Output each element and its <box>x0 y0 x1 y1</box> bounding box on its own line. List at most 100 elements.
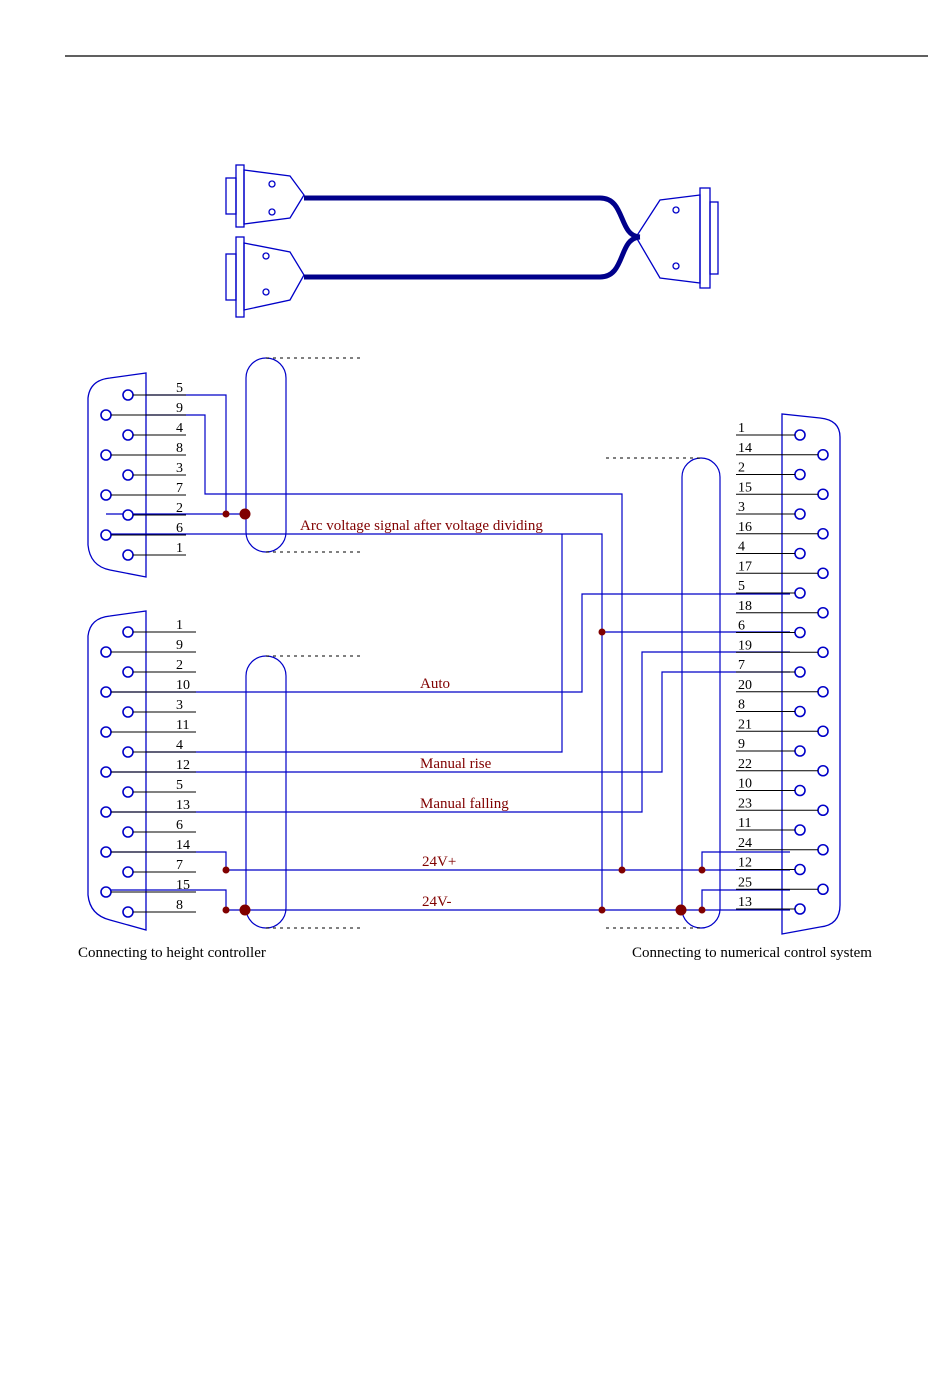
pin-hole <box>818 884 828 894</box>
pin-hole <box>818 845 828 855</box>
pin-number: 4 <box>176 738 183 753</box>
left-bottom-connector <box>88 611 146 930</box>
pin-hole <box>795 865 805 875</box>
pin-hole <box>101 807 111 817</box>
pin-hole <box>795 430 805 440</box>
pin-number: 3 <box>738 500 745 515</box>
pin-hole <box>818 608 828 618</box>
pin-hole <box>123 550 133 560</box>
pin-hole <box>123 667 133 677</box>
pin-hole <box>101 767 111 777</box>
pin-number: 4 <box>176 421 183 436</box>
signal-label-24v-minus: 24V- <box>422 894 451 910</box>
pin-number: 7 <box>176 481 183 496</box>
caption-left: Connecting to height controller <box>78 945 266 961</box>
pin-number: 3 <box>176 698 183 713</box>
right-connector <box>782 414 840 934</box>
pin-number: 13 <box>738 895 752 910</box>
pin-number: 13 <box>176 798 190 813</box>
signal-label-auto: Auto <box>420 676 450 692</box>
pin-number: 10 <box>738 777 752 792</box>
pin-hole <box>123 470 133 480</box>
cable-illustration <box>226 165 718 317</box>
pin-number: 16 <box>738 520 752 535</box>
pin-number: 17 <box>738 559 752 574</box>
signal-label-arc-voltage: Arc voltage signal after voltage dividin… <box>300 518 543 534</box>
pin-number: 18 <box>738 599 752 614</box>
cable-lower <box>304 237 640 277</box>
pin-hole <box>101 847 111 857</box>
pin-hole <box>123 827 133 837</box>
pin-number: 6 <box>176 818 183 833</box>
pin-number: 2 <box>176 658 183 673</box>
pin-number: 9 <box>176 638 183 653</box>
cable-bottom-left-plug <box>226 237 304 317</box>
pin-number: 5 <box>176 381 183 396</box>
pin-number: 4 <box>738 540 745 555</box>
pin-number: 9 <box>176 401 183 416</box>
signal-label-manual-rise: Manual rise <box>420 756 492 772</box>
cable-top-left-plug <box>226 165 304 227</box>
pin-hole <box>123 627 133 637</box>
pin-hole <box>123 787 133 797</box>
sheath-dotted-leads <box>266 358 700 928</box>
wire-lb4 <box>146 534 562 752</box>
pin-hole <box>818 529 828 539</box>
pin-hole <box>795 707 805 717</box>
pin-hole <box>123 747 133 757</box>
pin-number: 15 <box>738 480 752 495</box>
pin-hole <box>101 410 111 420</box>
pin-number: 19 <box>738 638 752 653</box>
wire-lt9 <box>146 415 622 870</box>
sheath-right <box>682 458 720 928</box>
pin-number: 1 <box>738 421 745 436</box>
pin-number: 6 <box>738 619 745 634</box>
pin-number: 5 <box>738 579 745 594</box>
pin-hole <box>818 805 828 815</box>
pin-number: 2 <box>738 461 745 476</box>
pin-hole <box>818 489 828 499</box>
pin-number: 5 <box>176 778 183 793</box>
pin-number: 15 <box>176 878 190 893</box>
pin-hole <box>123 707 133 717</box>
pin-hole <box>101 887 111 897</box>
pin-hole <box>795 628 805 638</box>
pin-hole <box>795 746 805 756</box>
pin-hole <box>795 549 805 559</box>
signal-label-manual-falling: Manual falling <box>420 796 509 812</box>
wires <box>106 395 790 910</box>
pin-hole <box>818 726 828 736</box>
pin-number: 12 <box>738 856 752 871</box>
pin-number: 7 <box>738 658 745 673</box>
pin-hole <box>818 647 828 657</box>
pin-number: 14 <box>176 838 190 853</box>
pin-number: 6 <box>176 521 183 536</box>
pin-hole <box>795 904 805 914</box>
cable-upper <box>304 198 640 237</box>
pin-number: 22 <box>738 757 752 772</box>
pin-hole <box>101 450 111 460</box>
pin-hole <box>123 390 133 400</box>
pin-number: 25 <box>738 875 752 890</box>
pin-number: 8 <box>176 441 183 456</box>
pin-number: 7 <box>176 858 183 873</box>
pin-hole <box>101 490 111 500</box>
pin-hole <box>795 509 805 519</box>
signal-label-24v-plus: 24V+ <box>422 854 456 870</box>
pin-hole <box>795 786 805 796</box>
pin-number: 11 <box>738 816 751 831</box>
pin-hole <box>795 588 805 598</box>
pin-number: 10 <box>176 678 190 693</box>
pin-number: 8 <box>738 698 745 713</box>
pin-number: 2 <box>176 501 183 516</box>
pin-hole <box>123 430 133 440</box>
pin-number: 8 <box>176 898 183 913</box>
pin-number: 20 <box>738 678 752 693</box>
pin-hole <box>818 766 828 776</box>
cable-right-plug <box>636 188 718 288</box>
pin-number: 3 <box>176 461 183 476</box>
